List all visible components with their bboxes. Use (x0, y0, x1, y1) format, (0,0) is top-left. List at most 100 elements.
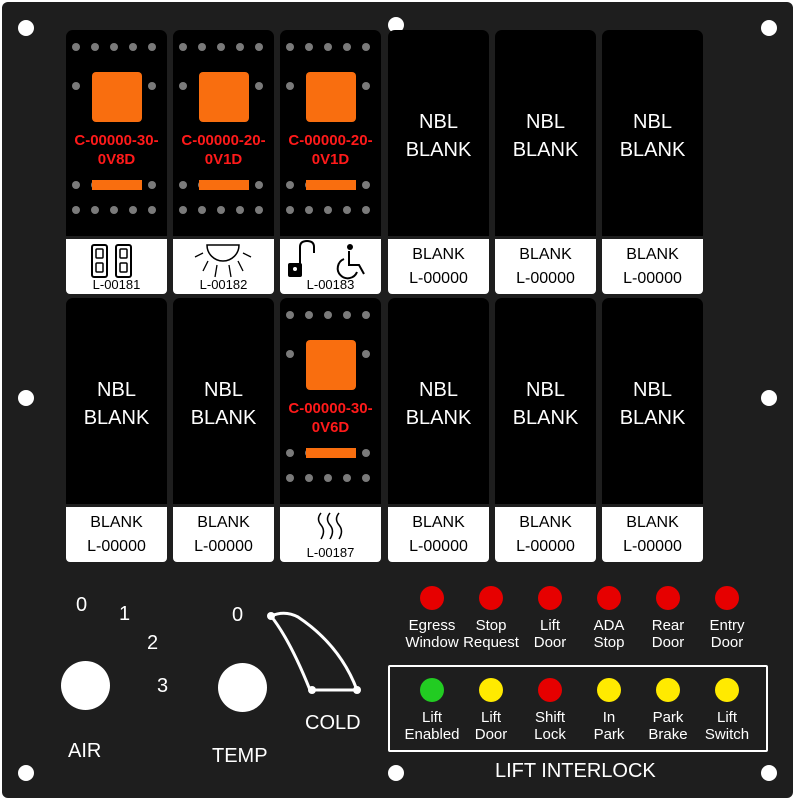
indicator-label-line1: Lift (480, 709, 501, 726)
switch-legend: L-00181 (66, 239, 167, 294)
indicator-dot (305, 311, 313, 319)
mounting-hole-mid-right (761, 390, 777, 406)
indicator-led (479, 586, 503, 610)
indicator-dot (324, 206, 332, 214)
indicator-dot (255, 206, 263, 214)
legend-code: L-00000 (623, 538, 682, 555)
rocker-switch[interactable]: C-00000-20-0V1D (280, 30, 381, 236)
indicator-dot (362, 82, 370, 90)
indicator-dot (110, 43, 118, 51)
nbl-label: NBL (204, 379, 243, 401)
rocker-switch[interactable]: C-00000-30- 0V8D (66, 30, 167, 236)
indicator-dot (324, 474, 332, 482)
indicator-dot (91, 206, 99, 214)
rocker-switch[interactable]: C-00000-30-0V6D (280, 298, 381, 504)
status-bar (199, 180, 249, 190)
indicator-dot (217, 206, 225, 214)
legend-code: L-00000 (409, 270, 468, 287)
indicator-dot (129, 43, 137, 51)
legend-code: L-00000 (516, 538, 575, 555)
lift-interlock-box (388, 665, 768, 752)
mounting-hole-top-left (18, 20, 34, 36)
indicator-dot (362, 350, 370, 358)
part-code: C-00000-30- (288, 400, 373, 417)
rocker-actuator[interactable] (199, 72, 249, 122)
indicator-dot (286, 449, 294, 457)
mounting-hole-bottom-right (761, 765, 777, 781)
indicator-dot (236, 206, 244, 214)
nbl-label: NBL (526, 379, 565, 401)
nbl-label: NBL (97, 379, 136, 401)
part-code: C-00000-30- (74, 132, 159, 149)
indicator-dot (362, 206, 370, 214)
indicator-dot (362, 449, 370, 457)
indicator-label-line2: Door (710, 634, 744, 651)
indicator-dot (286, 474, 294, 482)
indicator-label-line1: Park (652, 709, 684, 726)
rocker-switch[interactable]: C-00000-20-0V1D (173, 30, 274, 236)
indicator-led (715, 678, 739, 702)
switch-legend: L-00183 (280, 239, 381, 294)
legend-code: L-00181 (92, 277, 141, 292)
legend-code: L-00183 (306, 277, 355, 292)
nbl-label: NBL (419, 379, 458, 401)
indicator-dot (72, 206, 80, 214)
nbl-label: NBL (526, 111, 565, 133)
rocker-actuator[interactable] (306, 340, 356, 390)
nbl-label: NBL (633, 379, 672, 401)
indicator-dot (91, 43, 99, 51)
legend-code: L-00000 (516, 270, 575, 287)
air-position-3: 3 (157, 675, 169, 697)
blank-label: BLANK (512, 407, 579, 429)
nbl-label: NBL (419, 111, 458, 133)
indicator-dot (362, 474, 370, 482)
indicator-dot (324, 43, 332, 51)
air-position-2: 2 (147, 632, 159, 654)
mounting-hole-bottom-left (18, 765, 34, 781)
indicator-dot (110, 206, 118, 214)
indicator-dot (286, 82, 294, 90)
indicator-dot (148, 206, 156, 214)
air-knob[interactable] (61, 661, 110, 710)
indicator-dot (179, 206, 187, 214)
legend-text: BLANK (519, 246, 572, 263)
switch-legend: BLANK L-00000 (495, 239, 596, 294)
indicator-dot (286, 311, 294, 319)
indicator-dot (148, 82, 156, 90)
indicator-led (715, 586, 739, 610)
temp-knob[interactable] (218, 663, 267, 712)
indicator-led (479, 678, 503, 702)
legend-text: BLANK (412, 514, 465, 531)
indicator-dot (286, 350, 294, 358)
legend-code: L-00000 (409, 538, 468, 555)
indicator-dot (255, 181, 263, 189)
indicator-label-line2: Stop (593, 634, 625, 651)
indicator-label-line2: Door (533, 634, 567, 651)
indicator-label-line2: Switch (704, 726, 750, 743)
legend-code: L-00000 (194, 538, 253, 555)
indicator-label-line1: Lift (539, 617, 560, 634)
indicator-dot (198, 43, 206, 51)
indicator-label-line1: Lift (716, 709, 737, 726)
indicator-dot (72, 82, 80, 90)
part-code-suffix: 0V8D (97, 151, 136, 168)
rocker-actuator[interactable] (306, 72, 356, 122)
legend-code: L-00187 (306, 545, 355, 560)
mounting-hole-top-center (388, 17, 404, 33)
part-code-suffix: 0V1D (204, 151, 243, 168)
rocker-actuator[interactable] (92, 72, 142, 122)
indicator-dot (129, 206, 137, 214)
indicator-label-line1: Shift (534, 709, 565, 726)
indicator-label-line1: Entry (709, 617, 745, 634)
indicator-dot (148, 43, 156, 51)
indicator-dot (286, 43, 294, 51)
legend-text: BLANK (519, 514, 572, 531)
status-bar (92, 180, 142, 190)
indicator-dot (362, 43, 370, 51)
indicator-dot (72, 181, 80, 189)
